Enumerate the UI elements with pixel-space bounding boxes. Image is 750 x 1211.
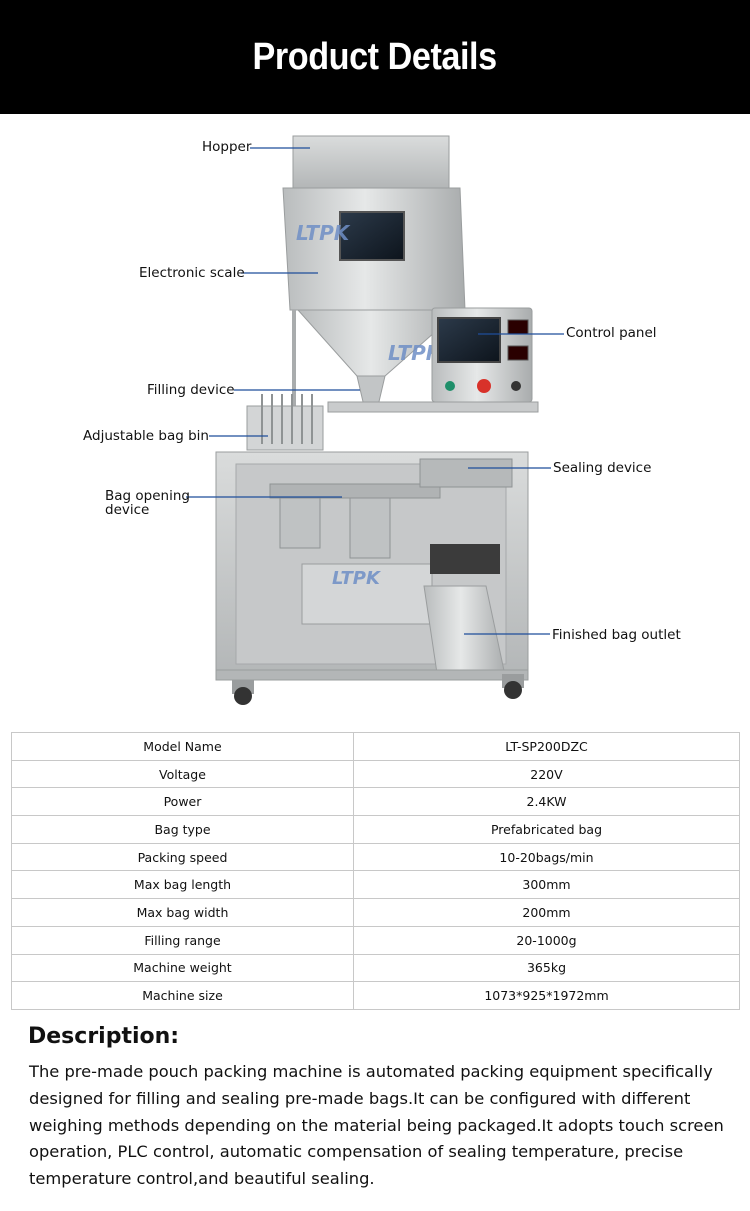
machine-illustration: LTPK LTPK LTPK [186, 135, 564, 705]
scale-screen-shape [339, 211, 405, 261]
callout-hopper: Hopper [202, 139, 252, 155]
callout-adjustable-bag-bin: Adjustable bag bin [83, 428, 209, 444]
spec-value: 220V [353, 759, 740, 789]
callout-electronic-scale: Electronic scale [139, 265, 245, 281]
spec-value: 2.4KW [353, 787, 740, 817]
spec-value: 300mm [353, 870, 740, 900]
description-body: The pre-made pouch packing machine is au… [29, 1062, 724, 1189]
spec-label: Machine weight [11, 953, 354, 983]
callout-bag-opening-line2: device [105, 502, 150, 518]
spec-value: 365kg [353, 953, 740, 983]
spec-value: 20-1000g [353, 925, 740, 955]
page-title: Product Details [252, 35, 498, 78]
spec-label: Power [11, 787, 354, 817]
spec-value: 10-20bags/min [353, 842, 740, 872]
leader-lines [186, 147, 564, 635]
brand-mark-bottom: LTPK [332, 568, 382, 589]
spec-label: Model Name [11, 732, 354, 761]
spec-label: Bag type [11, 815, 354, 844]
spec-value: 200mm [353, 898, 740, 927]
spec-value: LT-SP200DZC [353, 732, 740, 761]
callout-sealing-device: Sealing device [553, 460, 652, 476]
spec-value: Prefabricated bag [353, 815, 740, 844]
spec-value: 1073*925*1972mm [353, 981, 740, 1010]
page-header: Product Details [0, 0, 750, 114]
callout-control-panel: Control panel [566, 325, 657, 341]
bag-bin-shape [246, 405, 324, 451]
callout-bag-opening-line1: Bag opening [105, 488, 190, 504]
spec-label: Voltage [11, 759, 354, 789]
spec-label: Max bag length [11, 870, 354, 900]
callout-filling-device: Filling device [147, 382, 235, 398]
hopper-shape [292, 135, 450, 189]
spec-label: Filling range [11, 925, 354, 955]
machine-figure: LTPK LTPK LTPK [0, 114, 750, 724]
description-title: Description: [28, 1024, 180, 1049]
callout-finished-bag-outlet: Finished bag outlet [552, 627, 681, 643]
sealing-device-shape [419, 458, 513, 488]
spec-label: Packing speed [11, 842, 354, 872]
spec-label: Max bag width [11, 898, 354, 927]
spec-label: Machine size [11, 981, 354, 1010]
brand-mark-top: LTPK [296, 221, 351, 245]
